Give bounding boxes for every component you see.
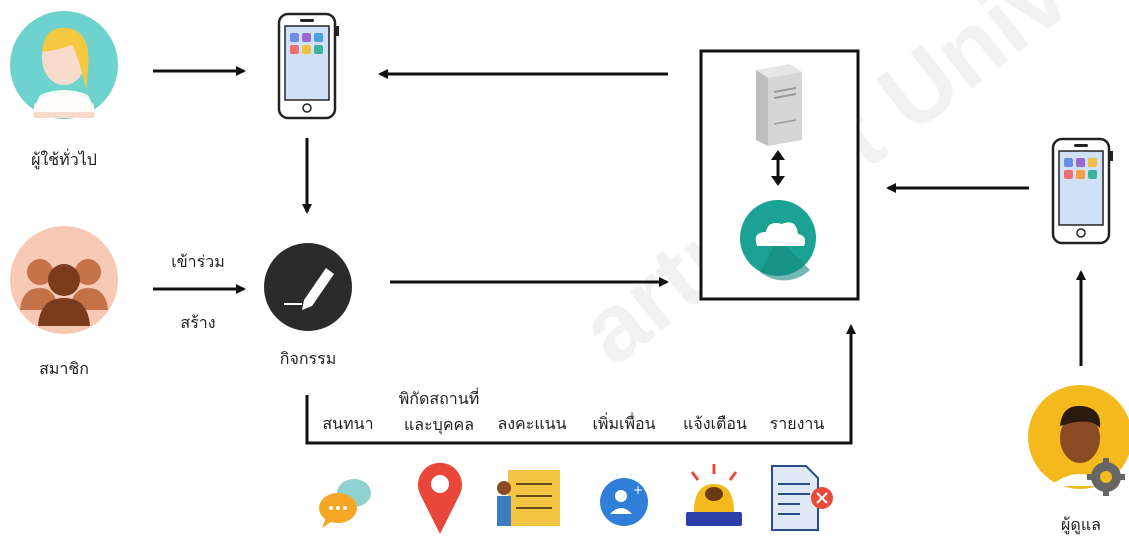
- activity-label: กิจกรรม: [279, 349, 337, 368]
- feature-label-vote: ลงคะแนน: [497, 414, 567, 433]
- chat-bubbles-icon: [319, 479, 371, 528]
- add-friend-icon: +: [600, 478, 648, 526]
- feature-label-add-friend: เพิ่มเพื่อน: [592, 414, 656, 433]
- map-pin-icon: [418, 462, 462, 534]
- flow-arrows: [153, 66, 1086, 445]
- member-label: สมาชิก: [39, 359, 89, 378]
- member-group-avatar-icon: [10, 226, 118, 334]
- general-user-label: ผู้ใช้ทั่วไป: [31, 150, 97, 169]
- gear-icon: [1087, 458, 1125, 496]
- feature-label-chat: สนทนา: [322, 414, 374, 433]
- feature-label-alert: แจ้งเตือน: [683, 414, 747, 433]
- admin-label: ผู้ดูแล: [1061, 515, 1101, 534]
- admin-mobile-phone-icon: [1051, 137, 1113, 245]
- svg-text:+: +: [633, 483, 643, 497]
- mobile-phone-icon: [277, 12, 339, 120]
- activity-pen-icon: [264, 243, 352, 331]
- server-tower-icon: [756, 64, 802, 146]
- vote-checklist-icon: [497, 470, 560, 526]
- general-user-avatar-icon: [10, 11, 118, 119]
- join-edge-label: เข้าร่วม: [171, 252, 225, 271]
- report-document-icon: [771, 465, 833, 531]
- bidirectional-arrow-icon: [771, 150, 785, 186]
- alarm-siren-icon: [686, 464, 742, 526]
- arrow-features-to-server: [305, 324, 856, 445]
- create-edge-label: สร้าง: [180, 313, 216, 332]
- feature-label-report: รายงาน: [769, 414, 825, 433]
- cloud-icon: [740, 200, 816, 281]
- feature-label-location: พิกัดสถานที่ และบุคคล: [398, 389, 480, 434]
